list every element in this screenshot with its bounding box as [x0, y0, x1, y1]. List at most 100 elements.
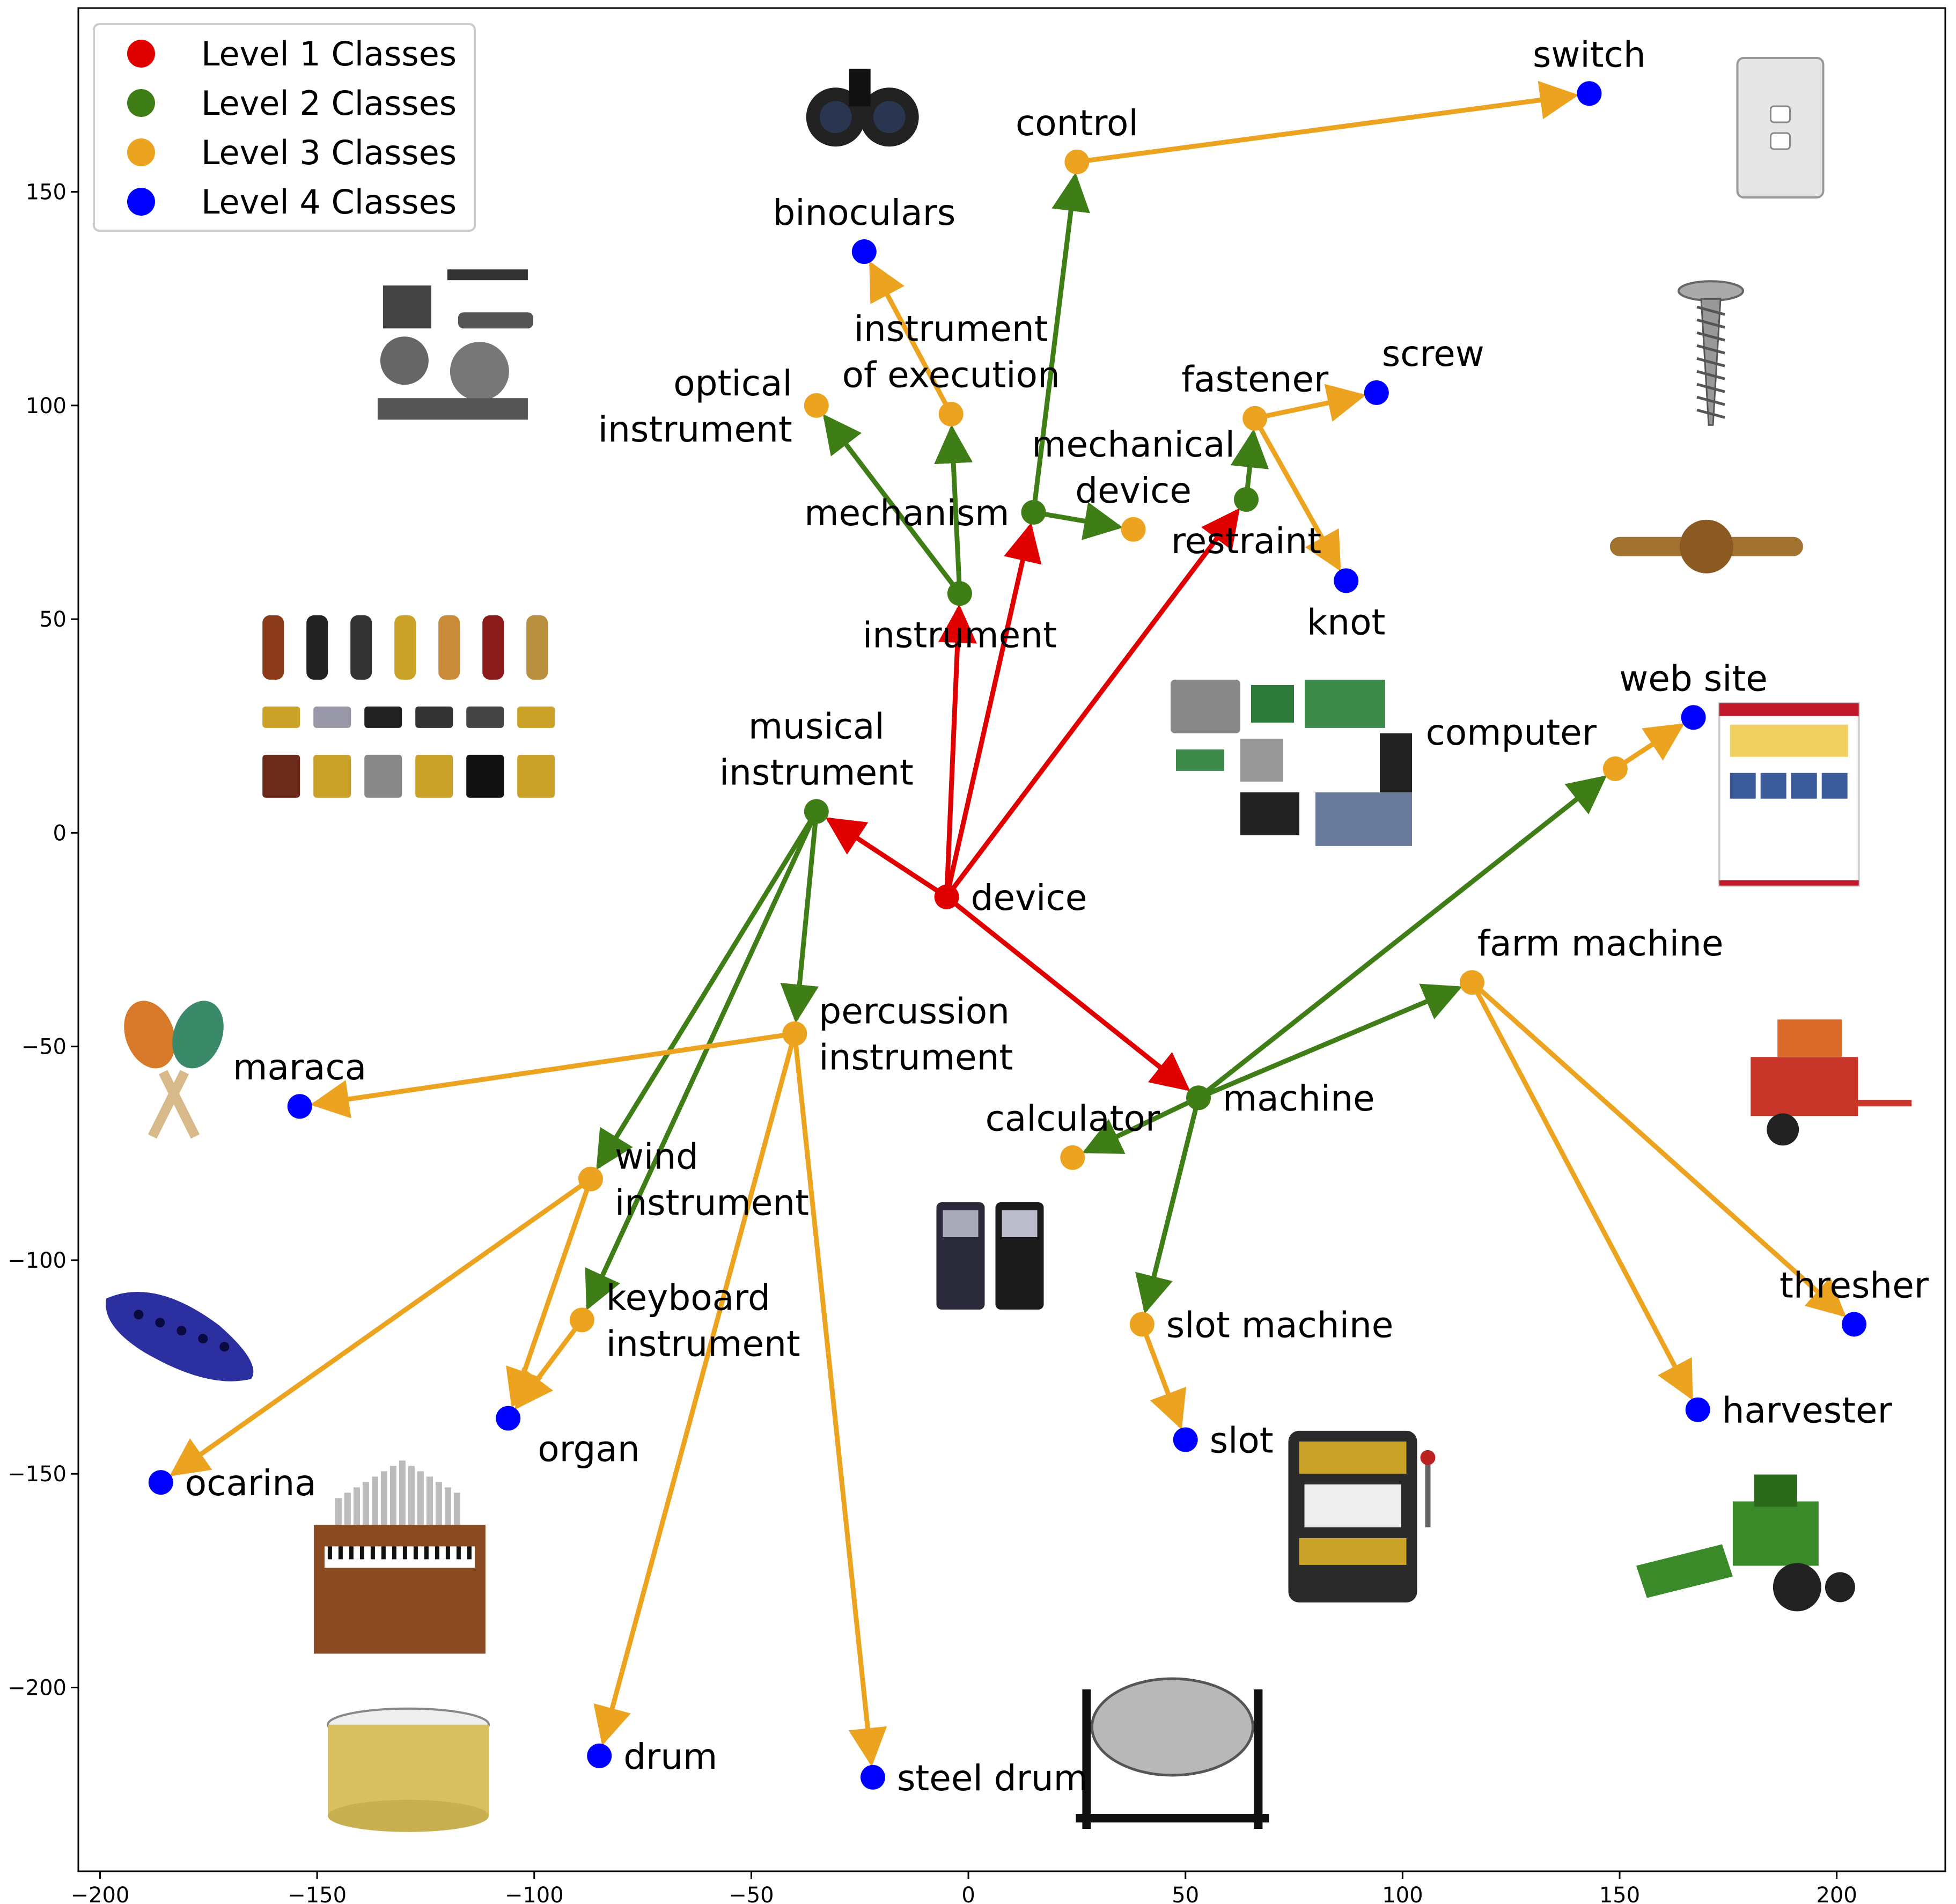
- node-slot: [1173, 1427, 1198, 1452]
- label-line: device: [1075, 470, 1192, 511]
- edge-mechanism-to-control: [1031, 172, 1090, 513]
- node-organ: [496, 1406, 521, 1431]
- label-line: control: [1016, 102, 1138, 144]
- edge-percussion_instrument-to-steel_drum: [792, 1033, 887, 1767]
- node-screw: [1364, 380, 1389, 405]
- web-page-icon: [1718, 702, 1860, 887]
- label-line: harvester: [1722, 1390, 1893, 1431]
- label-line: steel drum: [897, 1758, 1088, 1799]
- label-line: maraca: [233, 1047, 366, 1088]
- legend-marker: [127, 40, 155, 68]
- node-knot: [1334, 568, 1359, 593]
- edge-musical_instrument-to-percussion_instrument: [780, 811, 819, 1024]
- node-percussion_instrument: [782, 1021, 807, 1046]
- x-tick-label: −50: [729, 1883, 774, 1904]
- label-line: instrument: [615, 1182, 809, 1224]
- label-line: thresher: [1779, 1265, 1929, 1306]
- node-mechanical_device: [1121, 517, 1146, 542]
- edge-device-to-mechanism: [944, 523, 1042, 898]
- screw-icon: [1678, 280, 1744, 426]
- y-tick-label: 150: [26, 180, 67, 205]
- label-line: wind: [615, 1136, 698, 1178]
- label-line: musical: [748, 706, 885, 747]
- drum-icon: [327, 1707, 490, 1832]
- x-tick-label: 150: [1599, 1883, 1640, 1904]
- edge-wind_instrument-to-ocarina: [169, 1177, 592, 1476]
- label-line: percussion: [819, 991, 1010, 1032]
- label-percussion_instrument: percussion instrument: [819, 991, 1013, 1078]
- x-tick-label: 100: [1382, 1883, 1423, 1904]
- edge-computer-to-web_site: [1614, 723, 1685, 771]
- node-slot_machine: [1129, 1312, 1155, 1337]
- label-line: ocarina: [185, 1462, 317, 1504]
- edge-machine-to-calculator: [1082, 1096, 1200, 1154]
- edge-instrument-to-optical_instrument: [822, 414, 962, 596]
- optical-instruments-icon: [377, 269, 533, 420]
- computer-parts-icon: [1171, 679, 1412, 846]
- label-harvester: harvester: [1722, 1390, 1893, 1431]
- node-keyboard_instrument: [569, 1307, 594, 1333]
- edge-wind_instrument-to-organ: [506, 1178, 593, 1408]
- edge-fastener-to-screw: [1254, 384, 1366, 422]
- node-drum: [587, 1743, 612, 1768]
- label-mechanical_device: mechanical device: [1032, 424, 1235, 511]
- label-calculator: calculator: [986, 1098, 1160, 1140]
- label-restraint: restraint: [1171, 520, 1321, 562]
- edge-farm_machine-to-thresher: [1470, 980, 1847, 1318]
- label-line: slot machine: [1166, 1304, 1394, 1346]
- calculator-icon: [936, 1202, 1044, 1310]
- label-farm_machine: farm machine: [1477, 923, 1724, 964]
- label-control: control: [1016, 102, 1138, 144]
- node-restraint: [1234, 487, 1259, 512]
- knot-icon: [1609, 519, 1803, 574]
- label-line: instrument: [719, 752, 914, 793]
- edge-keyboard_instrument-to-organ: [514, 1318, 584, 1410]
- y-tick-label: 100: [26, 394, 67, 418]
- label-line: instrument: [606, 1323, 800, 1364]
- node-switch: [1577, 81, 1602, 106]
- label-fastener: fastener: [1181, 359, 1329, 400]
- label-mechanism: mechanism: [804, 492, 1009, 534]
- y-tick-label: 0: [53, 821, 67, 846]
- label-slot_machine: slot machine: [1166, 1304, 1394, 1346]
- label-line: mechanism: [804, 492, 1009, 534]
- label-line: instrument: [598, 409, 792, 450]
- y-tick-label: −200: [8, 1675, 67, 1700]
- label-line: optical: [673, 363, 792, 404]
- label-line: mechanical: [1032, 424, 1235, 465]
- node-mechanism: [1021, 499, 1046, 525]
- node-control: [1064, 149, 1090, 174]
- label-line: organ: [538, 1429, 640, 1470]
- x-tick-label: −100: [505, 1883, 564, 1904]
- edge-device-to-restraint: [945, 508, 1240, 899]
- label-line: instrument: [819, 1037, 1013, 1078]
- node-instrument: [947, 581, 972, 606]
- x-tick-label: 0: [961, 1883, 975, 1904]
- slot-machine-icon: [1288, 1430, 1436, 1602]
- node-binoculars: [851, 239, 877, 264]
- x-tick-label: −200: [71, 1883, 130, 1904]
- label-instrument: instrument: [863, 614, 1057, 656]
- y-tick-label: −50: [21, 1035, 67, 1060]
- label-line: calculator: [986, 1098, 1160, 1140]
- label-ocarina: ocarina: [185, 1462, 317, 1504]
- edge-machine-to-farm_machine: [1197, 983, 1462, 1100]
- legend-entry: Level 1 Classes: [201, 34, 457, 73]
- edge-mechanism-to-mechanical_device: [1033, 502, 1123, 540]
- legend-entry: Level 3 Classes: [201, 133, 457, 172]
- ocarina-icon: [106, 1291, 254, 1381]
- class-nodes: [148, 81, 1866, 1790]
- y-tick-label: −150: [8, 1462, 67, 1487]
- label-musical_instrument: musical instrument: [719, 706, 914, 793]
- label-device: device: [971, 877, 1087, 918]
- node-maraca: [287, 1094, 312, 1119]
- edge-farm_machine-to-harvester: [1469, 981, 1694, 1401]
- class-labels: device instrument mechanism restraint musica…: [185, 34, 1929, 1799]
- label-line: fastener: [1181, 359, 1329, 400]
- label-binoculars: binoculars: [773, 192, 955, 233]
- y-tick-label: 50: [39, 607, 67, 632]
- legend-entry: Level 2 Classes: [201, 84, 457, 123]
- edge-percussion_instrument-to-drum: [593, 1033, 797, 1746]
